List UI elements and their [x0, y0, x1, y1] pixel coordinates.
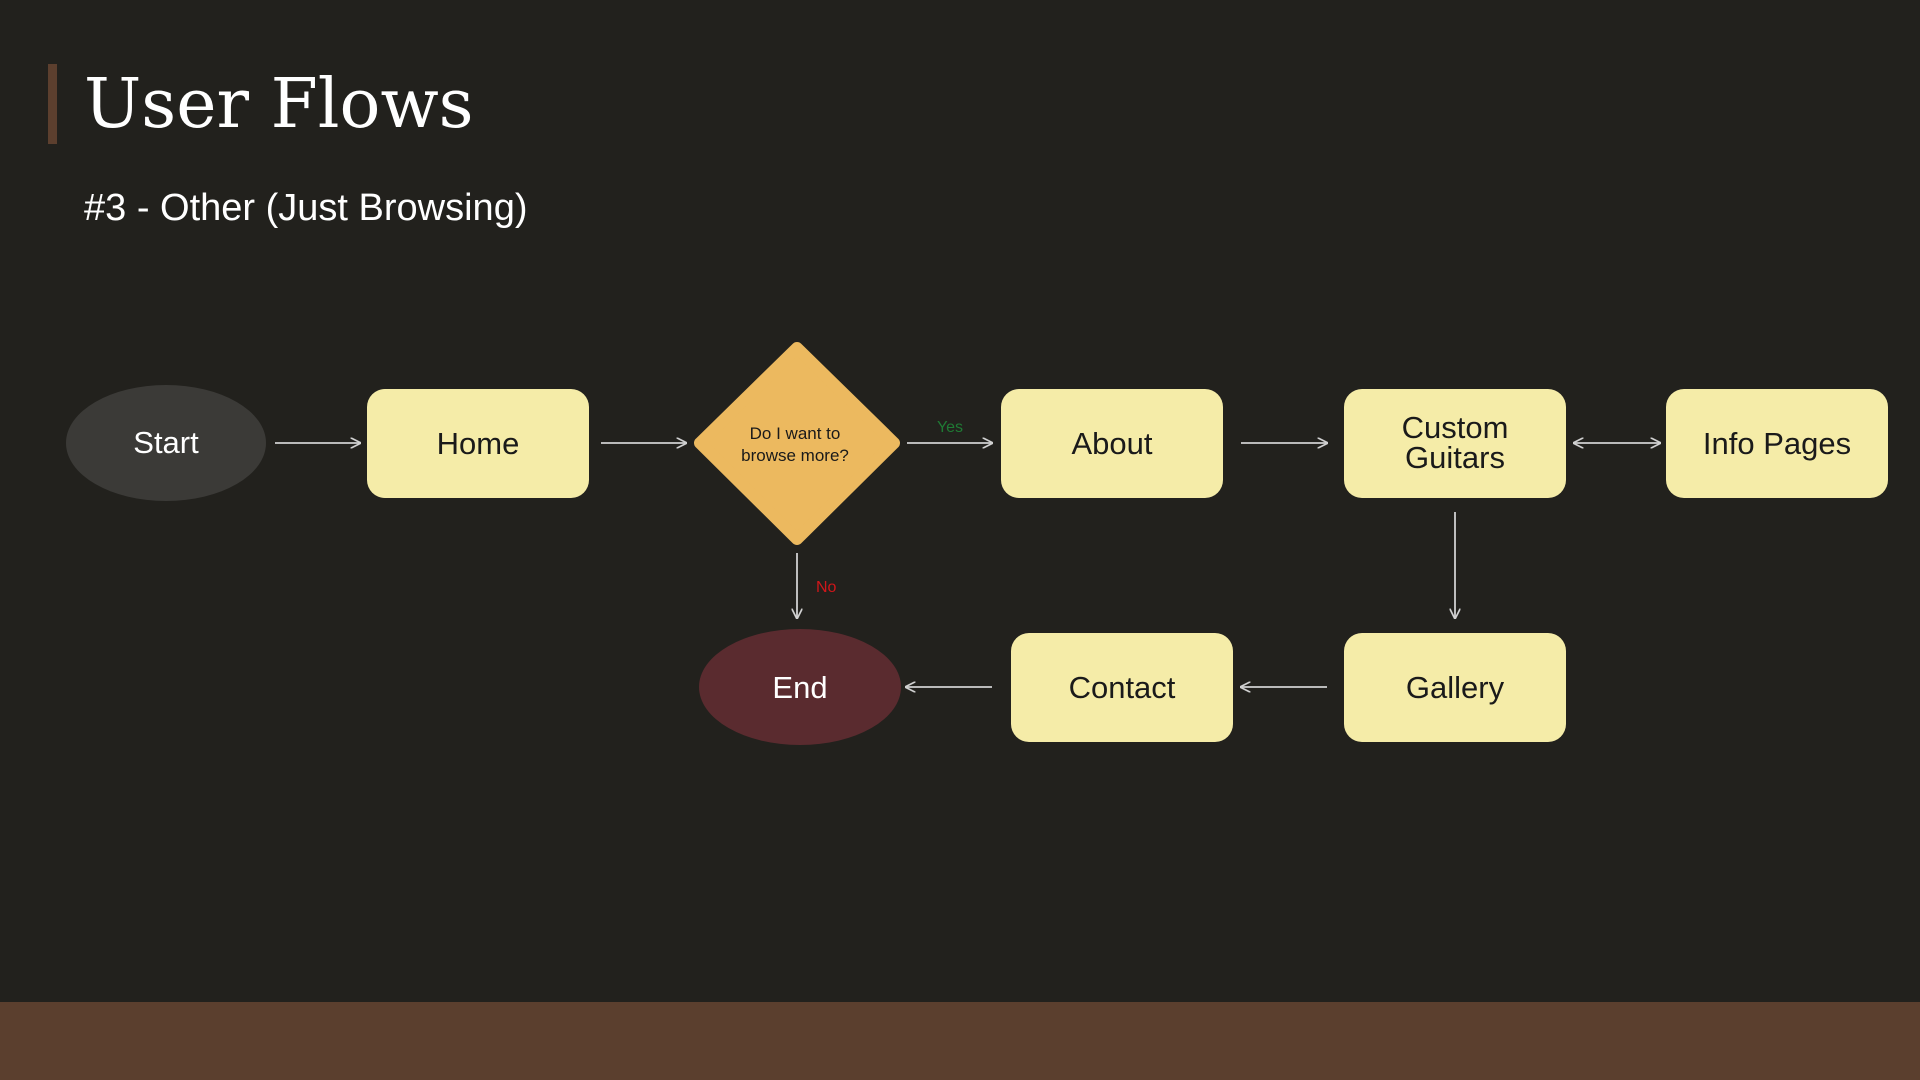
info-pages-node-shape [1666, 389, 1888, 498]
title-accent-bar [48, 64, 57, 144]
node-decision: Do I want to browse more? [694, 342, 900, 545]
node-contact: Contact [1011, 633, 1233, 742]
node-about: About [1001, 389, 1223, 498]
edge-label-no: No [816, 579, 837, 596]
end-node-shape [699, 629, 901, 745]
custom-guitars-node-label-line2: Guitars [1405, 440, 1505, 475]
decision-node-shape [694, 342, 900, 545]
decision-node-label-line2: browse more? [741, 446, 849, 465]
contact-node-label: Contact [1069, 670, 1176, 705]
about-node-label: About [1071, 426, 1152, 461]
node-end: End [699, 629, 901, 745]
page-title: User Flows [84, 65, 474, 144]
node-home: Home [367, 389, 589, 498]
start-node-label: Start [133, 425, 199, 460]
custom-guitars-node-label-line1: Custom [1402, 410, 1509, 445]
node-custom-guitars: Custom Guitars [1344, 389, 1566, 498]
gallery-node-shape [1344, 633, 1566, 742]
edge-label-yes: Yes [937, 419, 963, 436]
node-info-pages: Info Pages [1666, 389, 1888, 498]
info-pages-node-label: Info Pages [1703, 426, 1851, 461]
decision-node-label-line1: Do I want to [750, 424, 841, 443]
contact-node-shape [1011, 633, 1233, 742]
node-gallery: Gallery [1344, 633, 1566, 742]
about-node-shape [1001, 389, 1223, 498]
edges [275, 443, 1660, 687]
home-node-label: Home [437, 426, 520, 461]
start-node-shape [66, 385, 266, 501]
footer-band [0, 1002, 1920, 1080]
home-node-shape [367, 389, 589, 498]
custom-guitars-node-shape [1344, 389, 1566, 498]
end-node-label: End [772, 670, 827, 705]
gallery-node-label: Gallery [1406, 670, 1505, 705]
page-subtitle: #3 - Other (Just Browsing) [84, 187, 528, 229]
node-start: Start [66, 385, 266, 501]
